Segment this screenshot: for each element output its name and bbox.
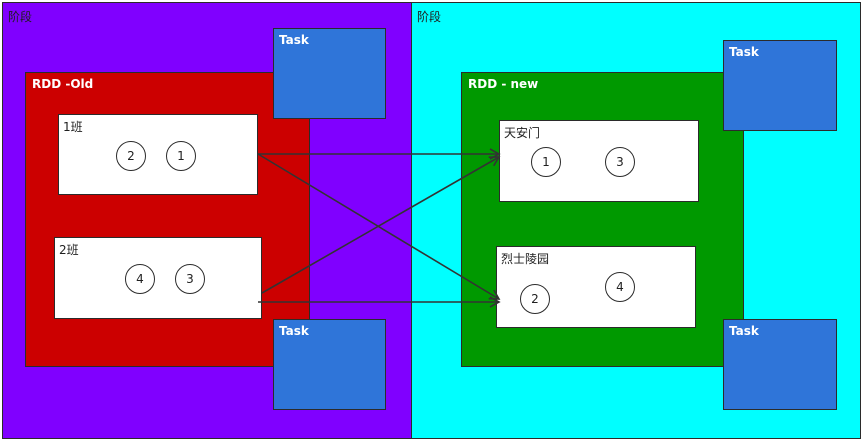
task-box-right-top: Task <box>723 40 837 131</box>
partition-label: 1班 <box>63 120 83 134</box>
partition-class-1: 1班 2 1 <box>58 114 258 195</box>
task-label: Task <box>279 324 309 338</box>
record-circle: 3 <box>605 147 635 177</box>
task-label: Task <box>729 324 759 338</box>
record-circle: 1 <box>166 141 196 171</box>
task-box-right-bottom: Task <box>723 319 837 410</box>
record-circle: 3 <box>175 264 205 294</box>
record-circle: 4 <box>125 264 155 294</box>
record-circle: 1 <box>531 147 561 177</box>
rdd-new-title: RDD - new <box>468 77 539 91</box>
partition-label: 天安门 <box>504 126 541 140</box>
stage-left-label: 阶段 <box>8 10 33 24</box>
task-box-left-top: Task <box>273 28 386 119</box>
partition-label: 2班 <box>59 243 79 257</box>
task-label: Task <box>279 33 309 47</box>
record-circle: 4 <box>605 272 635 302</box>
task-box-left-bottom: Task <box>273 319 386 410</box>
record-circle: 2 <box>520 284 550 314</box>
partition-label: 烈士陵园 <box>501 252 550 266</box>
partition-martyrs-cemetery: 烈士陵园 2 4 <box>496 246 696 328</box>
partition-tiananmen: 天安门 1 3 <box>499 120 699 202</box>
record-circle: 2 <box>116 141 146 171</box>
stage-right-label: 阶段 <box>417 10 442 24</box>
partition-class-2: 2班 4 3 <box>54 237 262 319</box>
rdd-old-title: RDD -Old <box>32 77 94 91</box>
task-label: Task <box>729 45 759 59</box>
